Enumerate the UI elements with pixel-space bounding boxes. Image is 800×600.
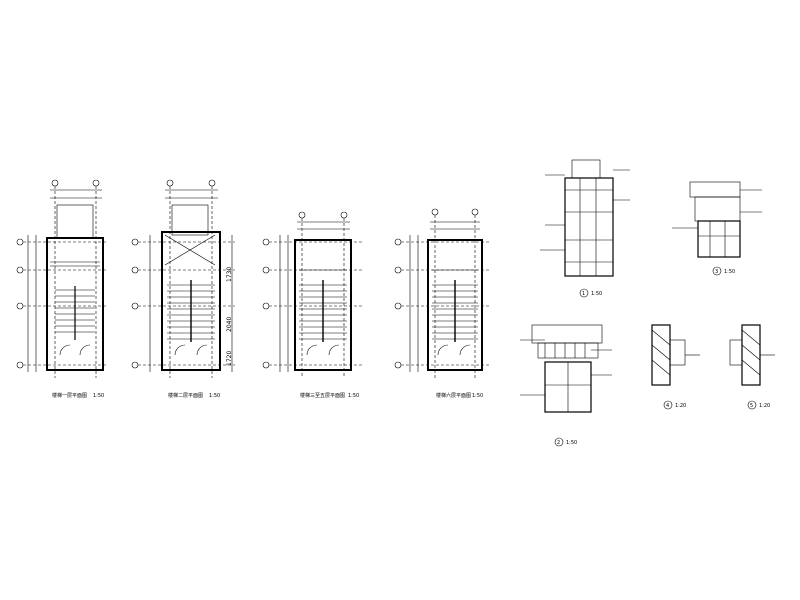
detail-marker-2-circle <box>554 437 564 447</box>
detail-marker-4: 4 <box>666 403 669 409</box>
stair-wall <box>161 231 221 371</box>
detail-4-scale: 1:20 <box>675 403 686 409</box>
stair-treads <box>299 280 347 342</box>
dimension-text-1: 1730 <box>226 267 233 282</box>
plan-1-caption: 楼梯一层平面图 <box>52 392 87 399</box>
plan-4-scale: 1:50 <box>472 393 483 399</box>
detail-marker-4-circle <box>663 400 673 410</box>
detail-4-section <box>651 324 700 386</box>
dimension-text-3: 1720 <box>226 351 233 366</box>
detail-5-section <box>729 324 775 386</box>
plan-3-caption: 楼梯三至五层平面图 <box>300 392 345 399</box>
stair-treads <box>432 280 478 342</box>
grid-axes <box>262 211 362 378</box>
detail-3-scale: 1:50 <box>724 269 735 275</box>
detail-marker-3-circle <box>712 266 722 276</box>
dimension-text-2: 2040 <box>226 317 233 332</box>
stair-wall <box>294 239 352 371</box>
stair-plan-2 <box>131 179 235 378</box>
detail-marker-3: 3 <box>715 269 718 275</box>
plan-4-caption: 楼梯六层平面图 <box>436 392 471 399</box>
plan-3-scale: 1:50 <box>348 393 359 399</box>
plan-1-scale: 1:50 <box>93 393 104 399</box>
detail-1-section <box>540 159 630 277</box>
plan-2-caption: 楼梯二层平面图 <box>168 392 203 399</box>
detail-3-elevation <box>672 181 762 258</box>
dimension-lines <box>27 189 102 372</box>
detail-marker-5: 5 <box>750 403 753 409</box>
stair-plan-1 <box>16 179 108 378</box>
grid-axes <box>16 179 108 378</box>
detail-marker-5-circle <box>747 400 757 410</box>
grid-axes <box>131 179 235 378</box>
stair-treads <box>167 280 215 342</box>
detail-marker-1: 1 <box>582 291 585 297</box>
stair-treads <box>55 286 95 340</box>
detail-marker-2: 2 <box>557 440 560 446</box>
detail-5-scale: 1:20 <box>759 403 770 409</box>
plan-2-scale: 1:50 <box>209 393 220 399</box>
stair-wall <box>427 239 483 371</box>
detail-marker-1-circle <box>579 288 589 298</box>
detail-2-scale: 1:50 <box>566 440 577 446</box>
stair-plan-4 <box>394 208 490 378</box>
detail-2-elevation <box>520 324 612 413</box>
stair-plan-3 <box>262 211 362 378</box>
detail-1-scale: 1:50 <box>591 291 602 297</box>
grid-axes <box>394 208 490 378</box>
